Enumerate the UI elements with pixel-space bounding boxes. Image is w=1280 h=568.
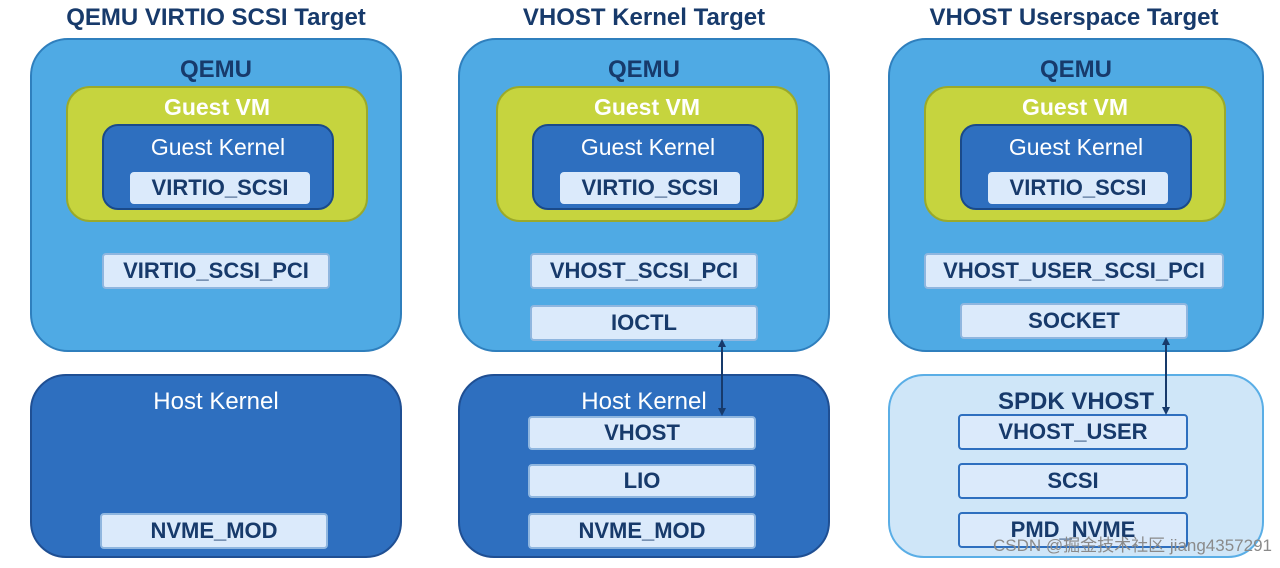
qemu-container: QEMU Guest VM Guest Kernel VIRTIO_SCSI — [30, 38, 402, 352]
column-title-qemu-virtio-scsi: QEMU VIRTIO SCSI Target — [66, 4, 366, 31]
component-lio: LIO — [528, 464, 756, 498]
column-title-vhost-userspace: VHOST Userspace Target — [929, 4, 1219, 31]
qemu-label: QEMU — [608, 56, 680, 83]
guest-kernel-box: Guest Kernel VIRTIO_SCSI — [102, 124, 334, 210]
qemu-label: QEMU — [180, 56, 252, 83]
component-vhost-user: VHOST_USER — [958, 414, 1188, 450]
guest-kernel-box: Guest Kernel VIRTIO_SCSI — [532, 124, 764, 210]
qemu-container: QEMU Guest VM Guest Kernel VIRTIO_SCSI — [888, 38, 1264, 352]
component-nvme-mod: NVME_MOD — [100, 513, 328, 549]
component-vhost: VHOST — [528, 416, 756, 450]
component-vhost-user-scsi-pci: VHOST_USER_SCSI_PCI — [924, 253, 1224, 289]
qemu-container: QEMU Guest VM Guest Kernel VIRTIO_SCSI — [458, 38, 830, 352]
component-scsi: SCSI — [958, 463, 1188, 499]
component-nvme-mod: NVME_MOD — [528, 513, 756, 549]
component-virtio-scsi-pci: VIRTIO_SCSI_PCI — [102, 253, 330, 289]
guest-vm-label: Guest VM — [593, 94, 701, 120]
guest-kernel-label: Guest Kernel — [580, 134, 716, 160]
guest-vm-label: Guest VM — [1021, 94, 1129, 120]
guest-vm-label: Guest VM — [163, 94, 271, 120]
host-kernel-label: Host Kernel — [581, 388, 707, 415]
guest-vm-box: Guest VM Guest Kernel VIRTIO_SCSI — [66, 86, 368, 222]
guest-vm-box: Guest VM Guest Kernel VIRTIO_SCSI — [924, 86, 1226, 222]
component-socket: SOCKET — [960, 303, 1188, 339]
spdk-vhost-label: SPDK VHOST — [997, 388, 1155, 415]
guest-vm-box: Guest VM Guest Kernel VIRTIO_SCSI — [496, 86, 798, 222]
guest-kernel-box: Guest Kernel VIRTIO_SCSI — [960, 124, 1192, 210]
component-ioctl: IOCTL — [530, 305, 758, 341]
watermark: CSDN @掘金技术社区 jiang4357291 — [993, 536, 1272, 555]
host-kernel-label: Host Kernel — [153, 388, 279, 415]
qemu-label: QEMU — [1040, 56, 1112, 83]
guest-driver-virtio-scsi: VIRTIO_SCSI — [130, 172, 310, 204]
column-title-vhost-kernel: VHOST Kernel Target — [522, 4, 766, 31]
guest-driver-virtio-scsi: VIRTIO_SCSI — [988, 172, 1168, 204]
guest-kernel-label: Guest Kernel — [150, 134, 286, 160]
guest-kernel-label: Guest Kernel — [1008, 134, 1144, 160]
component-pmd-nvme: PMD_NVME — [958, 512, 1188, 548]
component-vhost-scsi-pci: VHOST_SCSI_PCI — [530, 253, 758, 289]
guest-driver-virtio-scsi: VIRTIO_SCSI — [560, 172, 740, 204]
host-kernel-container: Host Kernel — [30, 374, 402, 558]
